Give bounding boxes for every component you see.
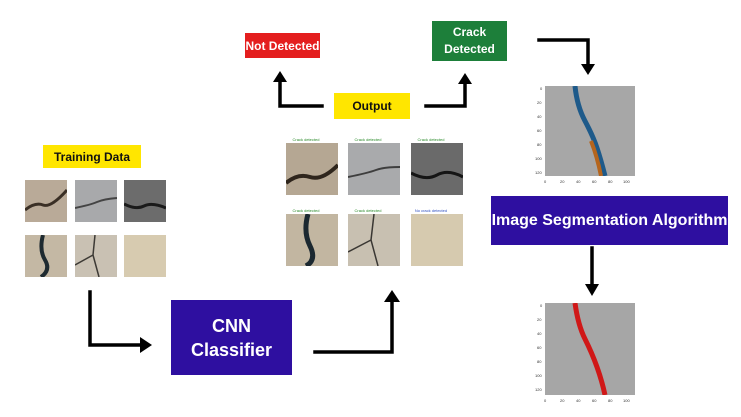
output-image-6-graphic	[411, 214, 463, 266]
seg-result-xtick-0: 0	[544, 398, 547, 403]
cnn-label-line2: Classifier	[190, 339, 273, 360]
output-image-6	[411, 214, 463, 266]
arrow-output-to-not-detected	[278, 78, 324, 108]
seg-input-xtick-5: 100	[623, 179, 630, 184]
cnn-label-line1: CNN	[212, 315, 251, 336]
seg-result-ytick-1: 20	[537, 317, 542, 322]
output-image-5	[348, 214, 400, 266]
seg-result-xtick-5: 100	[623, 398, 630, 403]
output-caption-4: Crack detected	[292, 208, 320, 213]
training-image-4-graphic	[25, 235, 67, 277]
output-label: Output	[334, 93, 410, 119]
not-detected-label: Not Detected	[245, 33, 320, 58]
crack-detected-box: Crack Detected	[432, 21, 507, 61]
segmentation-algorithm-box: Image Segmentation Algorithm	[491, 196, 728, 245]
crack-detected-line1: Crack	[452, 25, 487, 39]
seg-input-xtick-4: 80	[608, 179, 613, 184]
seg-input-ytick-4: 80	[537, 142, 542, 147]
training-image-6	[124, 235, 166, 277]
seg-input-ytick-2: 40	[537, 114, 542, 119]
output-caption-2: Crack detected	[354, 137, 382, 142]
training-image-4	[25, 235, 67, 277]
cnn-classifier-box: CNN Classifier	[171, 300, 292, 375]
seg-input-xtick-1: 20	[560, 179, 565, 184]
segmentation-input-image	[545, 86, 635, 176]
training-image-5	[75, 235, 117, 277]
output-caption-1: Crack detected	[292, 137, 320, 142]
training-image-1-graphic	[25, 180, 67, 222]
seg-result-xtick-2: 40	[576, 398, 581, 403]
seg-result-xtick-4: 80	[608, 398, 613, 403]
training-image-5-graphic	[75, 235, 117, 277]
output-image-1	[286, 143, 338, 195]
seg-input-xtick-3: 60	[592, 179, 597, 184]
arrow-cnn-to-output	[313, 300, 394, 354]
output-caption-5: Crack detected	[354, 208, 382, 213]
output-image-4	[286, 214, 338, 266]
segmentation-input-image-graphic	[545, 86, 635, 176]
seg-input-xtick-0: 0	[544, 179, 547, 184]
segmentation-result-image-graphic	[545, 303, 635, 395]
training-image-6-graphic	[124, 235, 166, 277]
output-caption-3: Crack detected	[417, 137, 445, 142]
seg-result-ytick-2: 40	[537, 331, 542, 336]
output-image-4-graphic	[286, 214, 338, 266]
seg-input-ytick-1: 20	[537, 100, 542, 105]
crack-detected-line2: Detected	[444, 42, 495, 56]
training-image-3	[124, 180, 166, 222]
output-image-2-graphic	[348, 143, 400, 195]
output-caption-6: No crack detected	[414, 208, 448, 213]
seg-result-ytick-4: 80	[537, 359, 542, 364]
arrow-training-to-cnn	[88, 290, 142, 347]
seg-input-ytick-3: 60	[537, 128, 542, 133]
training-image-2	[75, 180, 117, 222]
seg-result-xtick-3: 60	[592, 398, 597, 403]
output-image-1-graphic	[286, 143, 338, 195]
seg-result-ytick-5: 100	[535, 373, 542, 378]
seg-result-ytick-3: 60	[537, 345, 542, 350]
seg-input-ytick-0: 0	[540, 86, 543, 91]
seg-result-ytick-6: 120	[535, 387, 542, 392]
seg-input-ytick-5: 100	[535, 156, 542, 161]
output-image-3-graphic	[411, 143, 463, 195]
output-image-3	[411, 143, 463, 195]
training-data-label: Training Data	[43, 145, 141, 168]
output-image-5-graphic	[348, 214, 400, 266]
output-image-2	[348, 143, 400, 195]
seg-input-ytick-6: 120	[535, 170, 542, 175]
arrow-output-to-crack-detected	[424, 80, 467, 108]
seg-input-xtick-2: 40	[576, 179, 581, 184]
seg-result-xtick-1: 20	[560, 398, 565, 403]
training-image-3-graphic	[124, 180, 166, 222]
seg-result-ytick-0: 0	[540, 303, 543, 308]
segmentation-result-image	[545, 303, 635, 395]
training-image-2-graphic	[75, 180, 117, 222]
arrow-crack-to-segimg	[537, 38, 590, 67]
training-image-1	[25, 180, 67, 222]
